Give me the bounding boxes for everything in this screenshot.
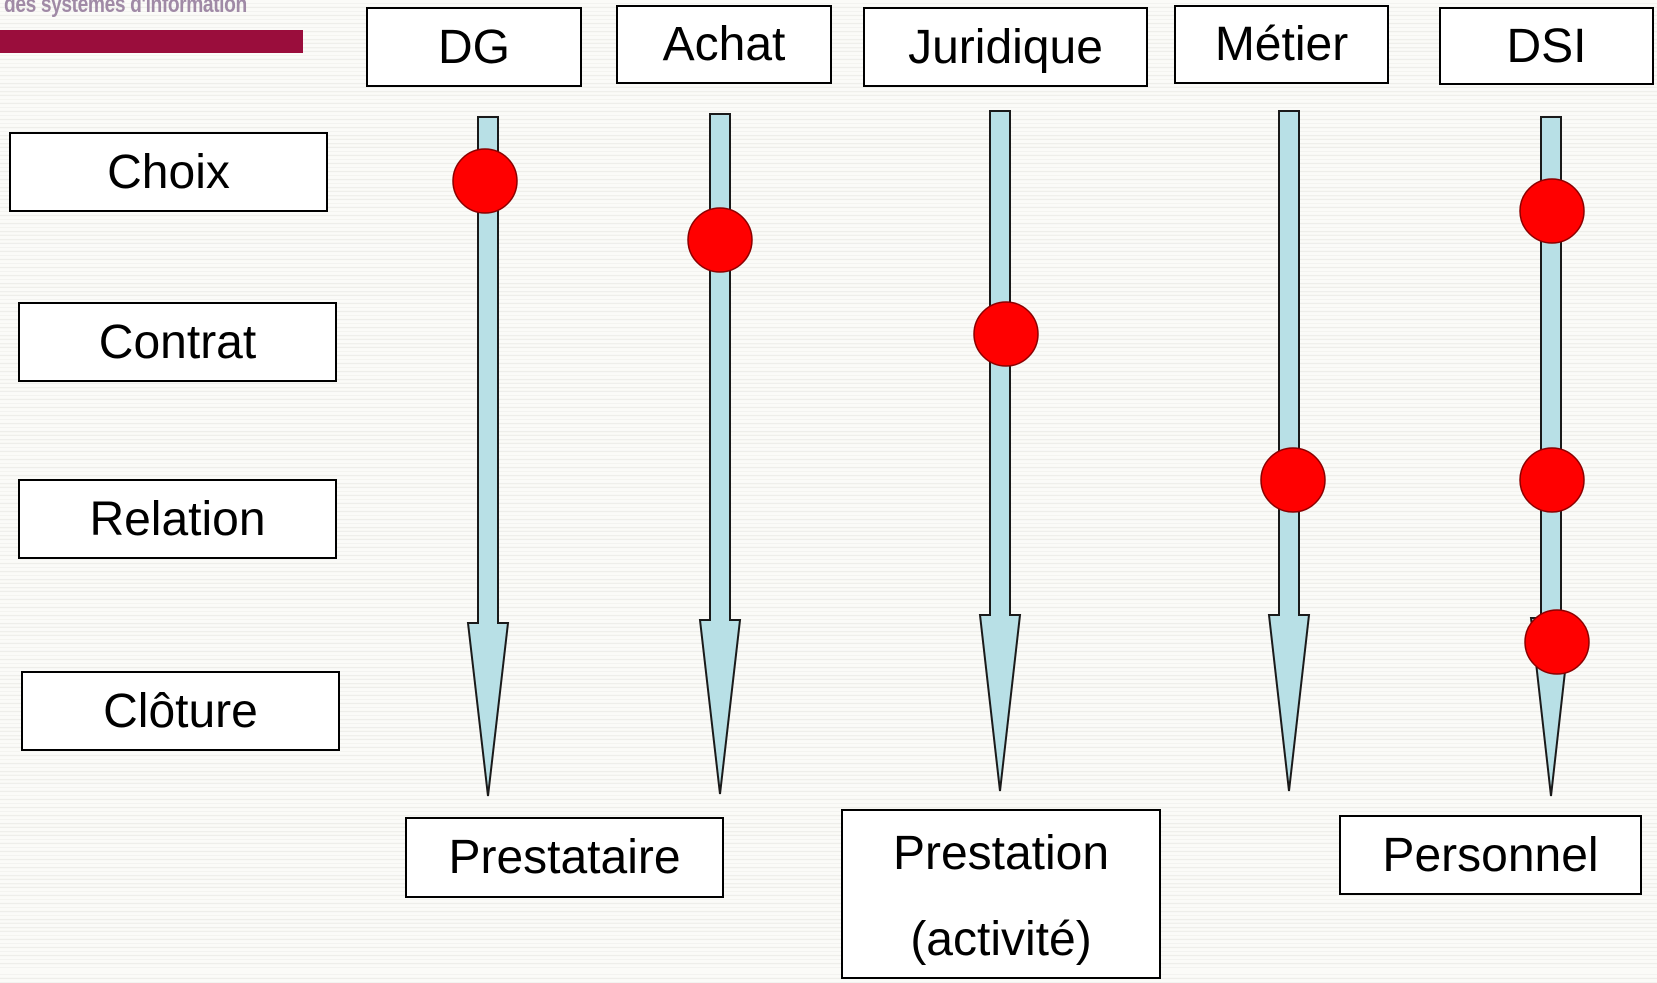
timeline-arrow-achat <box>698 113 742 795</box>
phase-label: Choix <box>107 145 230 199</box>
milestone-marker-dsi-relation <box>1519 447 1585 513</box>
timeline-arrow-juridique <box>978 110 1022 792</box>
column-header-metier: Métier <box>1174 5 1389 84</box>
column-header-label: Juridique <box>908 20 1103 74</box>
header-title: des systèmes d'information <box>4 0 247 18</box>
phase-contrat: Contrat <box>18 302 337 382</box>
milestone-marker-dg-choix <box>452 148 518 214</box>
outcome-prestataire: Prestataire <box>405 817 724 898</box>
outcome-personnel: Personnel <box>1339 815 1642 895</box>
phase-label: Clôture <box>103 684 258 738</box>
column-header-achat: Achat <box>616 5 832 84</box>
milestone-marker-dsi-choix <box>1519 178 1585 244</box>
milestone-marker-juridique-contrat <box>973 301 1039 367</box>
column-header-juridique: Juridique <box>863 7 1148 87</box>
outcome-label-line-1: Prestation <box>892 827 1110 880</box>
column-header-dsi: DSI <box>1439 7 1654 85</box>
milestone-marker-métier-relation <box>1260 447 1326 513</box>
phase-label: Relation <box>89 492 266 546</box>
column-header-label: Achat <box>662 18 786 71</box>
column-header-label: Métier <box>1214 18 1349 71</box>
column-header-dg: DG <box>366 7 582 87</box>
phase-cloture: Clôture <box>21 671 340 751</box>
phase-choix: Choix <box>9 132 328 212</box>
phase-relation: Relation <box>18 479 337 559</box>
outcome-label: Prestataire <box>448 831 681 884</box>
outcome-label: Personnel <box>1382 828 1599 882</box>
column-header-label: DG <box>438 20 510 74</box>
header-banner: des systèmes d'information <box>0 0 305 54</box>
milestone-marker-dsi-clôture <box>1524 609 1590 675</box>
column-header-label: DSI <box>1506 19 1587 73</box>
outcome-prestation: Prestation (activité) <box>841 809 1161 979</box>
milestone-marker-achat-choix <box>687 207 753 273</box>
outcome-label-line-2: (activité) <box>910 913 1092 966</box>
phase-label: Contrat <box>98 315 257 369</box>
timeline-arrow-dg <box>466 116 510 797</box>
header-accent-bar <box>0 30 303 53</box>
